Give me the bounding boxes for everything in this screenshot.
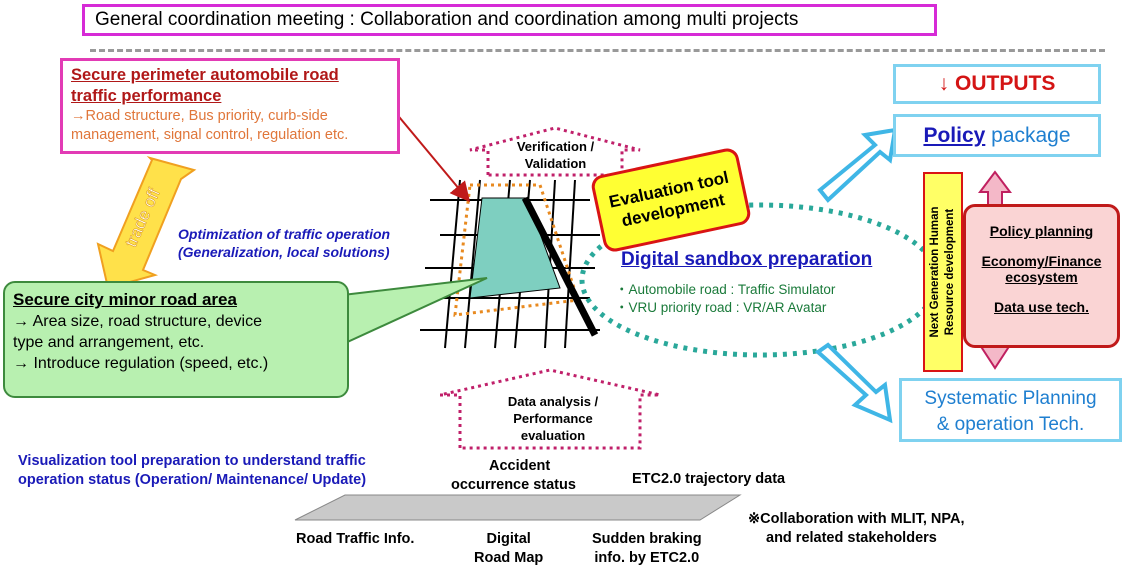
verification-line-1: Verification /	[516, 139, 595, 154]
economy-finance-1: Economy/Finance	[981, 253, 1102, 269]
optimization-line-1: Optimization of traffic operation	[178, 226, 391, 242]
sudden-line-1: Sudden braking	[592, 531, 702, 547]
main-road	[521, 196, 599, 337]
verification-line-2: Validation	[524, 156, 587, 171]
target-area	[469, 197, 561, 299]
data-analysis-arrow	[439, 368, 661, 450]
policy-bold: Policy	[923, 124, 986, 147]
sandbox-item-1: ・Automobile road : Traffic Simulator	[615, 282, 836, 297]
data-analysis-line-1: Data analysis /	[507, 394, 599, 409]
data-analysis-label: Data analysis / Performance evaluation	[483, 393, 623, 444]
sandbox-item-2: ・VRU priority road : VR/AR Avatar	[615, 300, 827, 315]
etc-trajectory-label: ETC2.0 trajectory data	[632, 471, 786, 487]
digital-line-2: Road Map	[474, 550, 544, 566]
minor-road-title: Secure city minor road area	[13, 290, 237, 309]
systematic-arrow	[814, 342, 893, 424]
hr-line-2: Resource development	[944, 208, 956, 336]
systematic-planning-box: Systematic Planning & operation Tech.	[899, 378, 1122, 442]
accident-line-2: occurrence status	[451, 477, 576, 493]
visualization-line-1: Visualization tool preparation to unders…	[18, 453, 366, 469]
verification-arrow	[469, 126, 641, 177]
perimeter-desc-1: →Road structure, Bus priority, curb-side	[71, 108, 328, 124]
systematic-line-1: Systematic Planning	[924, 388, 1097, 409]
road-map-base	[294, 494, 742, 521]
data-use-tech: Data use tech.	[994, 299, 1089, 315]
perimeter-pointer	[394, 111, 471, 203]
policy-items-box: Policy planning Economy/Finance ecosyste…	[963, 204, 1120, 348]
minor-road-box: Secure city minor road area → Area size,…	[3, 281, 349, 398]
perimeter-box: Secure perimeter automobile road traffic…	[60, 58, 400, 154]
divider-line	[90, 49, 1105, 52]
accident-label: Accident occurrence status	[451, 457, 576, 495]
sudden-line-2: info. by ETC2.0	[594, 550, 700, 566]
digital-line-1: Digital	[486, 531, 531, 547]
hr-development-text: Next Generation Human Resource developme…	[928, 207, 958, 338]
economy-finance-2: ecosystem	[1005, 269, 1078, 285]
hr-development-box: Next Generation Human Resource developme…	[923, 172, 963, 372]
optimization-line-2: (Generalization, local solutions)	[178, 244, 390, 260]
outputs-box: ↓ OUTPUTS	[893, 64, 1101, 104]
policy-rest: package	[985, 124, 1071, 147]
visualization-text: Visualization tool preparation to unders…	[18, 452, 366, 490]
collaboration-line-1: ※Collaboration with MLIT, NPA,	[748, 511, 965, 527]
verification-label: Verification / Validation	[493, 138, 618, 172]
data-analysis-line-3: evaluation	[520, 428, 586, 443]
policy-planning: Policy planning	[989, 223, 1094, 239]
hr-line-1: Next Generation Human	[929, 206, 941, 338]
perimeter-title-1: Secure perimeter automobile road	[71, 66, 339, 84]
meeting-title: General coordination meeting : Collabora…	[95, 9, 799, 30]
accident-line-1: Accident	[489, 458, 551, 474]
policy-arrow	[817, 127, 898, 203]
collaboration-line-2: and related stakeholders	[766, 530, 937, 546]
sudden-braking-label: Sudden braking info. by ETC2.0	[592, 530, 702, 568]
outputs-label: ↓ OUTPUTS	[938, 72, 1056, 95]
minor-road-line-3: → Introduce regulation (speed, etc.)	[13, 355, 269, 372]
perimeter-title-2: traffic performance	[71, 87, 222, 105]
minor-road-line-1: → Area size, road structure, device	[13, 313, 262, 330]
perimeter-desc-2: management, signal control, regulation e…	[71, 127, 349, 143]
collaboration-note: ※Collaboration with MLIT, NPA, and relat…	[748, 510, 964, 548]
data-analysis-line-2: Performance	[513, 411, 593, 426]
meeting-title-box: General coordination meeting : Collabora…	[82, 4, 937, 36]
minor-road-line-2: type and arrangement, etc.	[13, 334, 205, 351]
policy-package-box: Policy package	[893, 114, 1101, 157]
digital-map-label: Digital Road Map	[474, 530, 543, 568]
systematic-line-2: & operation Tech.	[936, 414, 1085, 435]
visualization-line-2: operation status (Operation/ Maintenance…	[18, 472, 367, 488]
road-traffic-label: Road Traffic Info.	[296, 531, 415, 547]
optimization-text: Optimization of traffic operation (Gener…	[178, 225, 390, 261]
sandbox-title: Digital sandbox preparation	[621, 249, 873, 270]
